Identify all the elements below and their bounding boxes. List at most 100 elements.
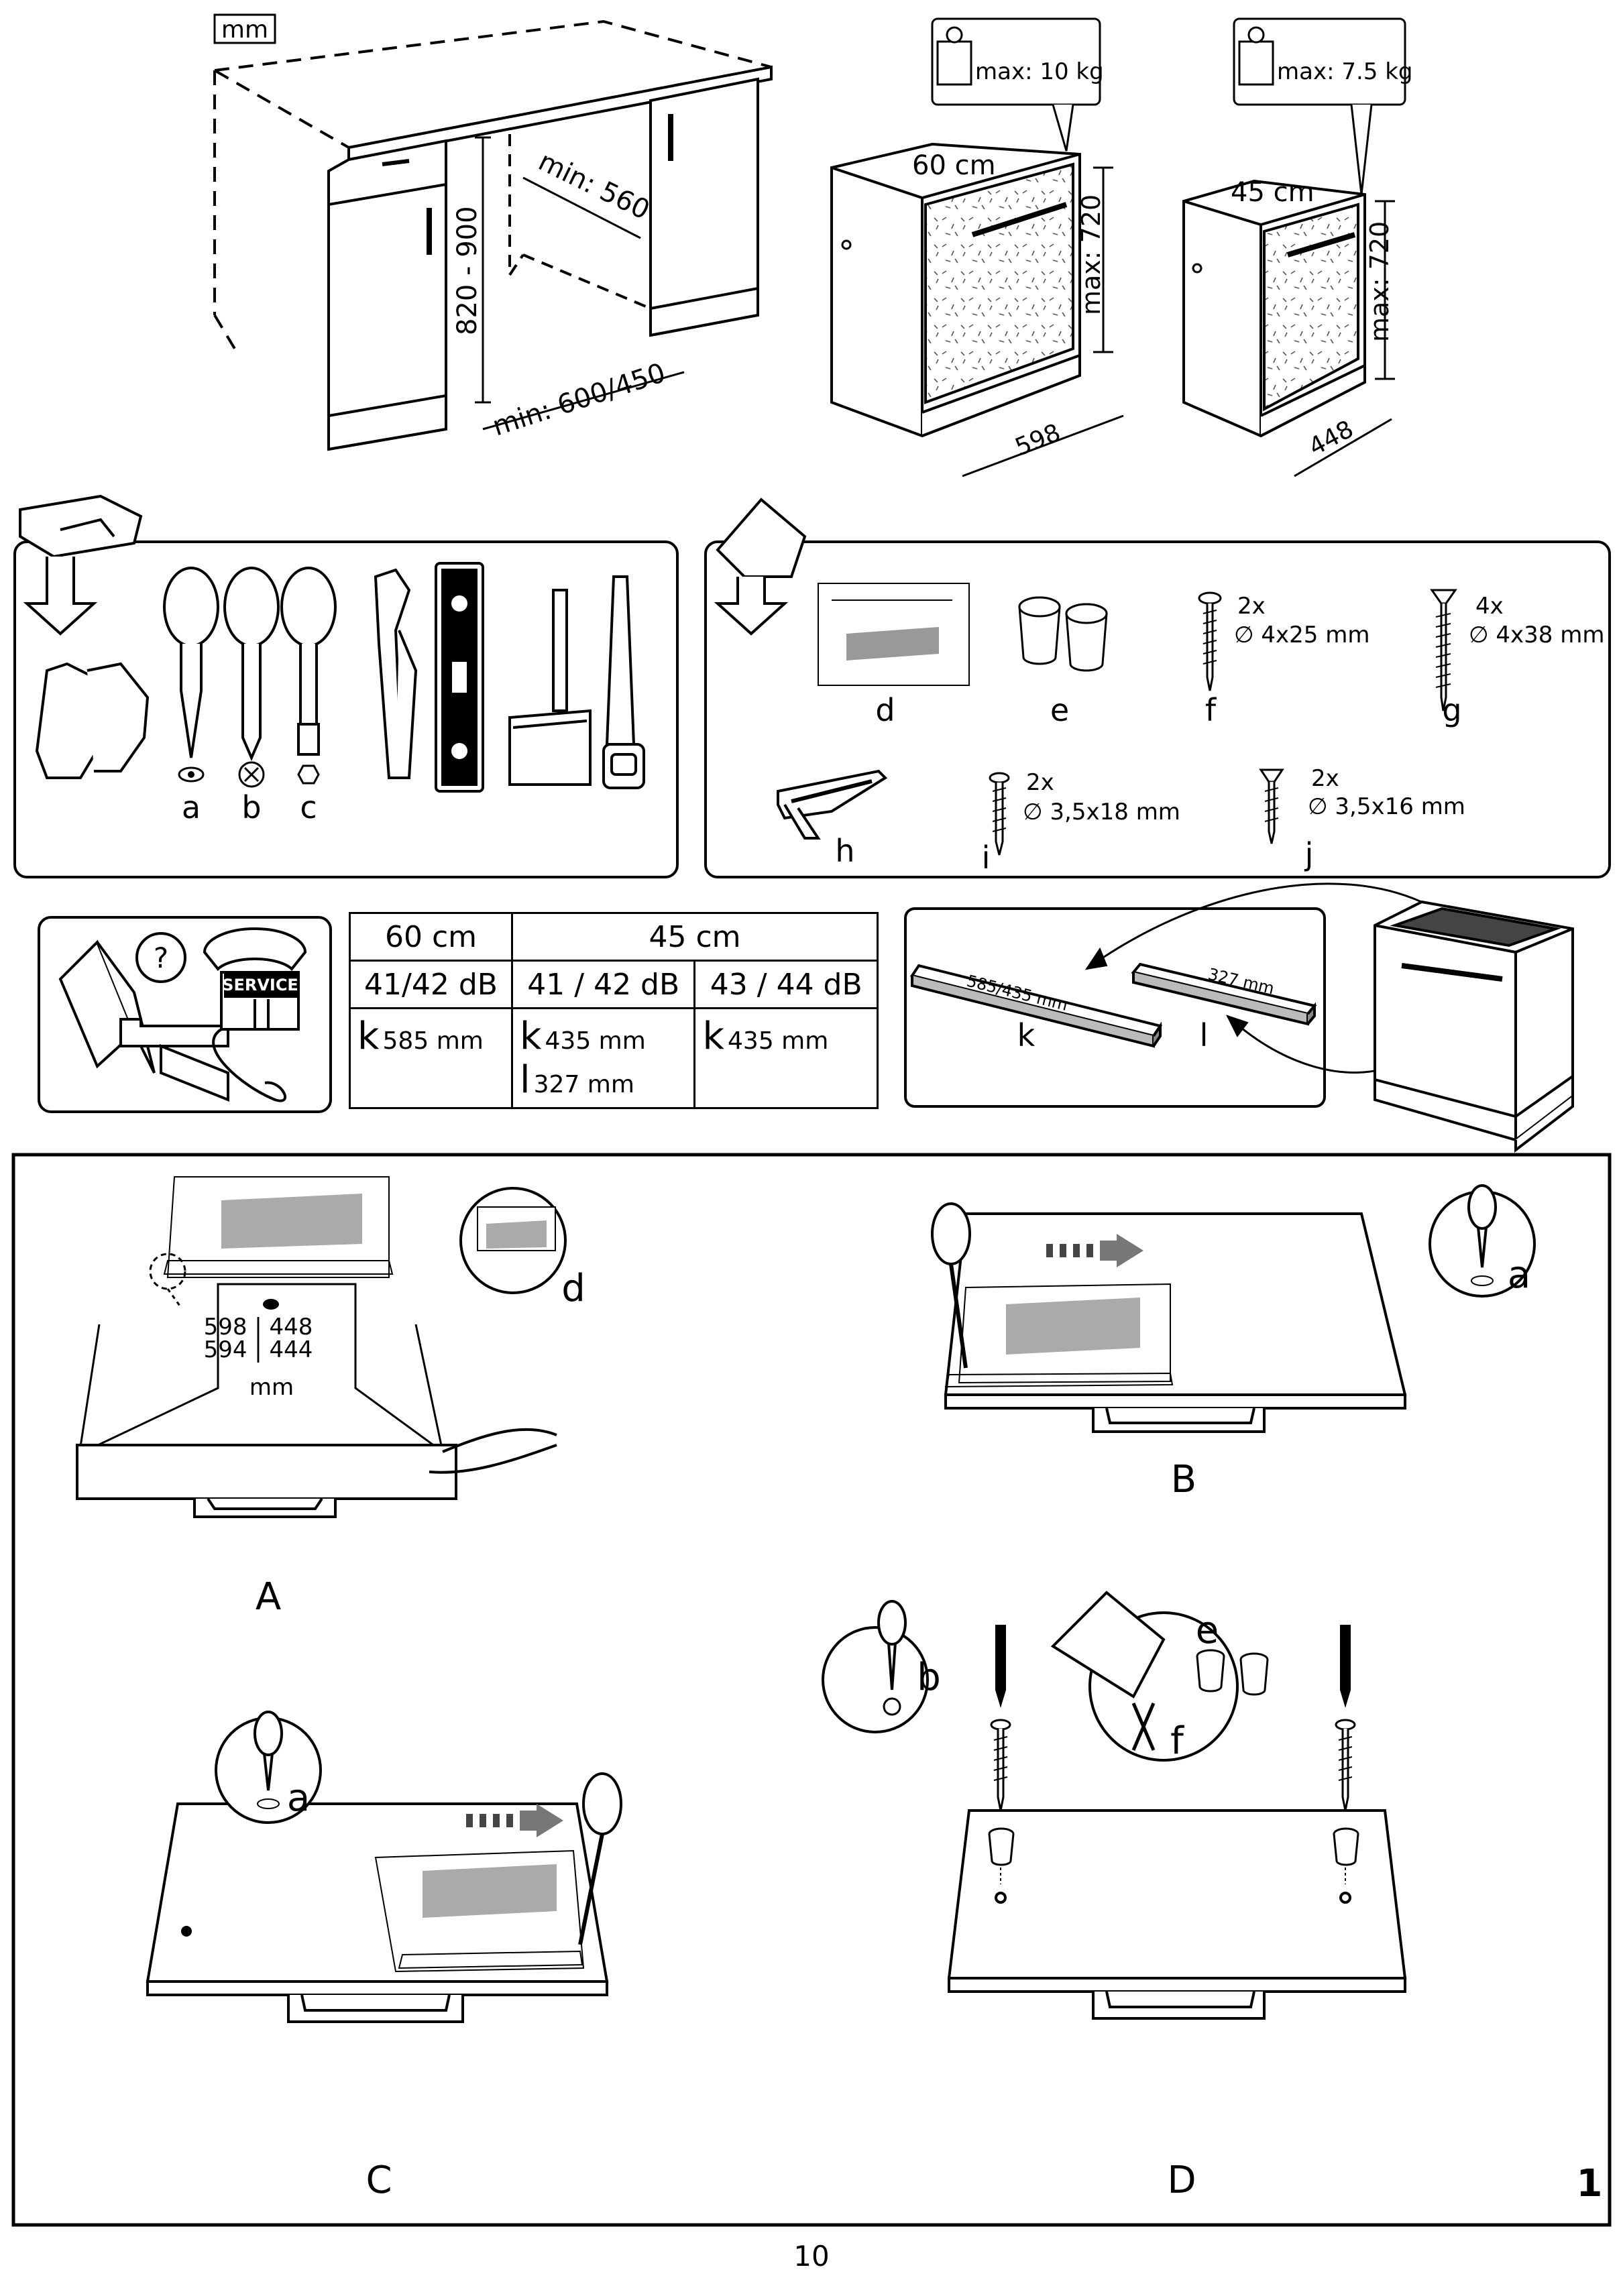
arrow-down-icon-2: [714, 577, 789, 636]
dishwasher-side-drawing: [1374, 900, 1574, 1153]
table-k-45b: k: [702, 1015, 724, 1058]
table-k-45a: k: [519, 1015, 542, 1058]
table-header-60: 60 cm: [349, 912, 513, 962]
tool-label-c: c: [300, 789, 317, 825]
arrow-down-icon: [23, 557, 98, 636]
unit-label: mm: [221, 16, 268, 44]
strip-label-k: k: [1017, 1017, 1036, 1053]
callout-b-circle-d: [822, 1626, 929, 1733]
weight-callout-45: [1233, 17, 1406, 106]
weight-callout-60: [931, 17, 1101, 106]
try-square-icon: [552, 589, 568, 712]
step-d-tool-b: b: [917, 1656, 941, 1699]
eye-icon: [263, 1299, 279, 1310]
width-cm-45: 45 cm: [1231, 177, 1314, 208]
width-mm-60: 598: [1011, 419, 1064, 462]
part-label-j: j: [1304, 836, 1314, 872]
steps-frame: [11, 1153, 1612, 2227]
weight-60: max: 10 kg: [975, 58, 1104, 85]
table-sub-2: 41 / 42 dB: [510, 960, 696, 1009]
part-size-f: ∅ 4x25 mm: [1234, 622, 1370, 648]
table-cell-45a: k 435 mm l 327 mm: [510, 1007, 696, 1109]
screw-g-icon: [1430, 589, 1457, 711]
table-sub-1: 41/42 dB: [349, 960, 513, 1009]
step-c-label: C: [366, 2159, 392, 2202]
step-a-dims-bottom: 594 | 444: [204, 1336, 313, 1363]
part-label-h: h: [835, 833, 854, 869]
caps-e-icon: [1018, 596, 1108, 672]
parts-panel: [704, 498, 1611, 878]
screwdriver-b-icon: [223, 567, 280, 788]
part-qty-i: 2x: [1026, 769, 1054, 796]
step-a-dims-top: 598 | 448: [204, 1314, 313, 1340]
page-number: 10: [793, 2240, 830, 2273]
part-label-e: e: [1050, 692, 1069, 728]
part-label-g: g: [1442, 692, 1461, 728]
screw-i-icon: [989, 772, 1010, 856]
table-l-45a-value: 327 mm: [533, 1071, 634, 1098]
tool-label-b: b: [241, 789, 261, 825]
appliance-45-drawing: [1182, 17, 1406, 477]
step-d-part-e: e: [1196, 1609, 1219, 1652]
phone-icon: [203, 927, 307, 971]
table-k-45b-value: 435 mm: [728, 1027, 829, 1055]
step-b-tool-a: a: [1508, 1253, 1530, 1297]
table-cell-45b: k 435 mm: [693, 1007, 879, 1109]
table-header-45: 45 cm: [510, 912, 879, 962]
cabinet-width-label: min: 600/450: [489, 357, 669, 443]
step-d-label: D: [1167, 2159, 1196, 2202]
service-panel: [38, 916, 332, 1113]
part-label-d: d: [875, 692, 895, 728]
step-d-drawing: [822, 1591, 1407, 2020]
parts-bag-icon-d: [1050, 1591, 1166, 1699]
step-d-part-f: f: [1170, 1719, 1184, 1763]
part-qty-j: 2x: [1311, 765, 1339, 792]
part-size-g: ∅ 4x38 mm: [1469, 622, 1605, 648]
table-cell-60: k 585 mm: [349, 1007, 513, 1109]
tools-panel: [13, 494, 679, 878]
screw-f-icon: [1198, 591, 1222, 691]
appliance-60-drawing: [830, 17, 1124, 477]
step-a-label: A: [256, 1575, 281, 1619]
cabinet-height-label: 820 - 900: [452, 206, 483, 335]
strip-label-l: l: [1200, 1017, 1209, 1053]
step-a-unit: mm: [249, 1374, 294, 1401]
noise-table: 60 cm 45 cm 41/42 dB 41 / 42 dB 43 / 44 …: [349, 912, 879, 1109]
table-l-45a: l: [519, 1058, 530, 1102]
part-label-f: f: [1205, 692, 1217, 728]
step-b-label: B: [1171, 1458, 1196, 1501]
height-45: max: 720: [1365, 221, 1394, 342]
service-label: SERVICE: [222, 976, 298, 994]
table-sub-3: 43 / 44 dB: [693, 960, 879, 1009]
part-size-i: ∅ 3,5x18 mm: [1023, 799, 1180, 825]
gloves-icon: [35, 662, 103, 779]
unit-box: [213, 13, 276, 44]
weight-45: max: 7.5 kg: [1277, 58, 1413, 85]
parts-bag-icon: [716, 498, 807, 578]
cabinet-drawing: [210, 13, 773, 451]
arrow-right-icon-c: [520, 1804, 563, 1837]
arrow-right-icon-b: [1100, 1234, 1143, 1267]
weight-icon: [936, 40, 972, 86]
screwdriver-c-icon: [280, 567, 337, 785]
screw-j-icon: [1259, 768, 1284, 844]
table-k-60: k: [357, 1015, 380, 1058]
step-c-tool-a: a: [287, 1776, 310, 1820]
question-mark: ?: [154, 941, 168, 974]
figure-number: 1: [1577, 2162, 1603, 2205]
help-icon: [135, 932, 186, 983]
part-qty-g: 4x: [1475, 593, 1504, 620]
strips-panel: [904, 882, 1459, 1108]
table-k-45a-value: 435 mm: [545, 1027, 646, 1055]
part-qty-f: 2x: [1237, 593, 1266, 620]
step-b-drawing: [931, 1184, 1536, 1433]
table-k-60-value: 585 mm: [382, 1027, 484, 1055]
toolbox-icon: [19, 494, 143, 559]
step-a-callout-d: d: [561, 1267, 585, 1310]
screwdriver-a-icon: [163, 567, 219, 783]
part-label-i: i: [982, 840, 991, 876]
step-a-drawing: [76, 1176, 567, 1518]
width-cm-60: 60 cm: [912, 150, 996, 181]
part-size-j: ∅ 3,5x16 mm: [1308, 793, 1465, 820]
